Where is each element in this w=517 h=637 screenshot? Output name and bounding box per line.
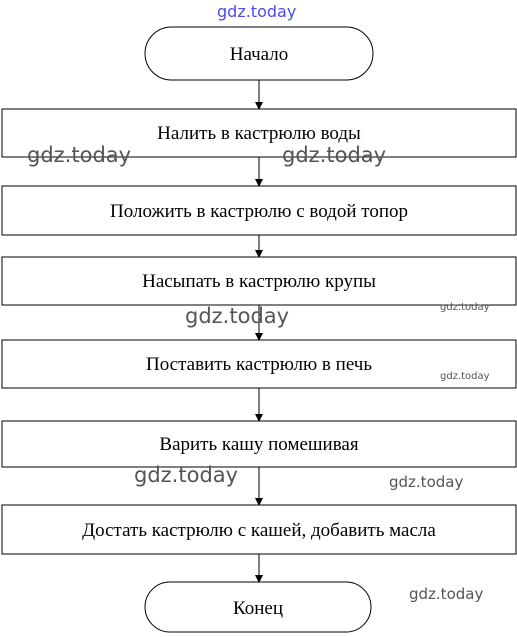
watermark: gdz.today [134,463,239,487]
end-terminator [144,581,372,633]
process-step-3 [1,256,517,306]
watermark: gdz.today [27,143,132,167]
watermark: gdz.today [389,473,464,491]
process-step-5-label: Варить кашу помешивая [159,434,358,455]
process-step-2 [1,185,517,236]
process-step-5 [1,420,517,468]
watermark: gdz.today [217,2,297,21]
watermark: gdz.today [185,304,290,328]
process-step-6-label: Достать кастрюлю с кашей, добавить масла [82,520,436,541]
watermark: gdz.today [282,143,387,167]
process-step-1-label: Налить в кастрюлю воды [157,123,361,144]
watermark: gdz.today [440,371,490,382]
start-terminator [144,26,374,81]
process-step-2-label: Положить в кастрюлю с водой топор [110,201,408,222]
process-step-4-label: Поставить кастрюлю в печь [146,354,372,375]
process-step-4 [1,339,517,389]
process-step-6 [1,504,517,555]
process-step-1 [1,108,517,158]
end-label: Конец [233,598,283,619]
process-step-3-label: Насыпать в кастрюлю крупы [142,271,376,292]
watermark: gdz.today [440,302,490,313]
watermark: gdz.today [409,585,484,603]
start-label: Начало [230,44,289,65]
